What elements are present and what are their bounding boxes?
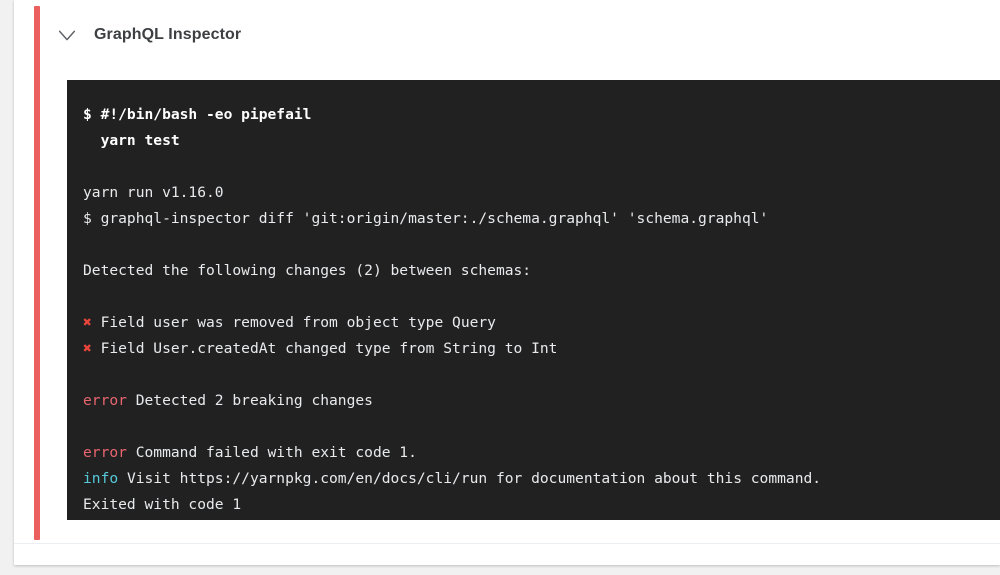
console-line: error Command failed with exit code 1. <box>83 440 1000 466</box>
error-label: error <box>83 392 127 409</box>
console-line-text: Detected 2 breaking changes <box>126 392 373 409</box>
console-line: info Visit https://yarnpkg.com/en/docs/c… <box>83 466 1000 492</box>
console-line <box>83 154 1000 180</box>
job-header[interactable]: GraphQL Inspector <box>54 14 241 56</box>
job-title: GraphQL Inspector <box>94 26 242 43</box>
console-line: error Detected 2 breaking changes <box>83 388 1000 414</box>
job-card: GraphQL Inspector $ #!/bin/bash -eo pipe… <box>14 0 1000 565</box>
console-line-text: Field User.createdAt changed type from S… <box>91 340 558 357</box>
console-line-text: Command failed with exit code 1. <box>126 444 417 461</box>
console-line: $ #!/bin/bash -eo pipefail <box>83 106 312 123</box>
error-label: error <box>83 444 127 461</box>
console-line: $ graphql-inspector diff 'git:origin/mas… <box>83 210 769 227</box>
console-lines: $ #!/bin/bash -eo pipefail yarn test yar… <box>67 102 1000 518</box>
console-line-text: Visit https://yarnpkg.com/en/docs/cli/ru… <box>118 470 822 487</box>
console-line <box>83 232 1000 258</box>
job-status-accent-bar <box>34 6 40 540</box>
console-output[interactable]: $ #!/bin/bash -eo pipefail yarn test yar… <box>67 80 1000 520</box>
breaking-change-cross-icon: ✖ <box>83 314 92 331</box>
console-line <box>83 284 1000 310</box>
console-line: Detected the following changes (2) betwe… <box>83 262 532 279</box>
console-line: yarn run v1.16.0 <box>83 184 224 201</box>
console-line: ✖ Field User.createdAt changed type from… <box>83 336 1000 362</box>
console-line-text: Field user was removed from object type … <box>91 314 496 331</box>
card-divider <box>14 543 1000 544</box>
console-line: ✖ Field user was removed from object typ… <box>83 310 1000 336</box>
breaking-change-cross-icon: ✖ <box>83 340 92 357</box>
console-line: yarn test <box>83 132 180 149</box>
info-label: info <box>83 470 119 487</box>
chevron-down-icon[interactable] <box>54 22 80 48</box>
console-line: Exited with code 1 <box>83 496 242 513</box>
console-line <box>83 362 1000 388</box>
console-line <box>83 414 1000 440</box>
